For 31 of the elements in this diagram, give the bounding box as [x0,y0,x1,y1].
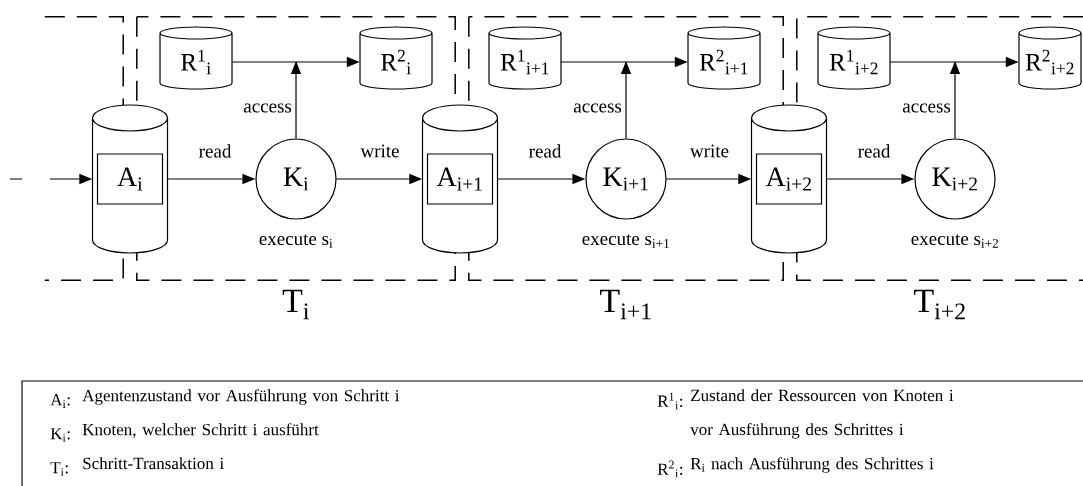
node-caption: execute s$_{i}$ [259,234,333,248]
legend-key: K$_{i}$: [50,428,70,442]
legend-text: Schritt-Transaktion i [83,457,224,470]
legend-key: A$_{i}$: [50,394,70,408]
edge-label: read [527,143,563,159]
legend-text: R$_{i}$ nach Ausführung des Schrittes i [690,457,934,473]
legend-key: R$^{1}$$_{i}$: [657,392,683,410]
state-box: A$_{i+1}$ [426,153,494,205]
edge-label: write [689,143,731,159]
node-caption: execute s$_{i+1}$ [582,234,669,248]
resource-cylinder: R$^{1}$i+2 [817,26,891,90]
resource-cylinder: R$^{1}$i+1 [488,26,562,90]
state-box: A$_{i}$ [96,153,164,205]
resource-cylinder: R$^{1}$i [159,26,233,90]
node-caption: execute s$_{i+2}$ [911,234,998,248]
node-label: T$_{i+1}$ [600,289,651,320]
edge-label: access [242,102,293,114]
state-box: A$_{i+2}$ [755,153,823,205]
edge-label: read [197,143,233,159]
edge-label: read [856,143,892,159]
legend-key: R$^{2}$$_{i}$: [657,460,683,478]
resource-cylinder: R$^{2}$i+1 [687,26,761,90]
legend-text: Agentenzustand vor Ausführung von Schritt i [82,389,400,405]
node-label: T$_{i}$ [282,289,309,320]
legend-key: T$_{i}$: [50,462,68,476]
resource-cylinder: R$^{2}$i [359,26,433,90]
edge-label: write [359,143,401,159]
resource-cylinder: R$^{2}$i+2 [1018,26,1082,90]
legend-text: Knoten, welcher Schritt i ausführt [82,423,319,438]
edge-label: access [572,102,623,114]
edge-label: access [901,102,952,114]
